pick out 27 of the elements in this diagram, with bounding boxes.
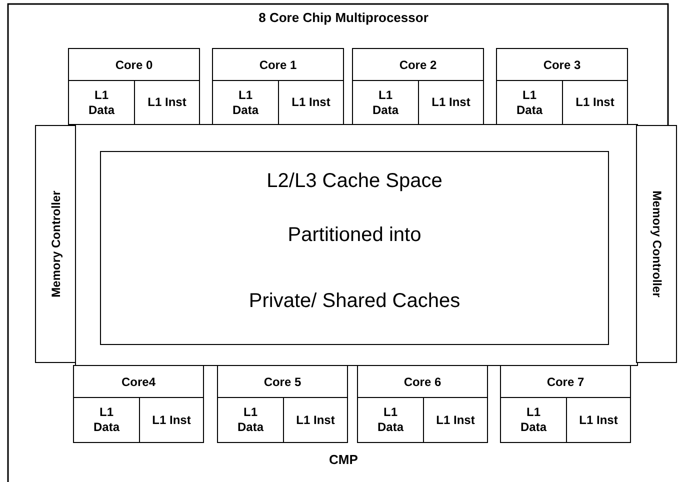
chip-label: CMP — [328, 452, 359, 467]
core-label: Core 7 — [546, 374, 584, 388]
core-block — [212, 48, 344, 125]
core-label: Core 0 — [115, 58, 153, 72]
core-block — [73, 365, 204, 443]
core-label: Core 6 — [404, 374, 442, 388]
core-block — [500, 365, 631, 443]
core-block — [357, 365, 488, 443]
cache-space-box — [100, 151, 609, 345]
chip-die-box — [75, 124, 638, 366]
core-block — [68, 48, 200, 125]
memory-controller-label: Memory Controller — [650, 190, 664, 298]
core-block — [217, 365, 348, 443]
diagram-title: 8 Core Chip Multiprocessor — [258, 10, 430, 25]
memory-controller-label: Memory Controller — [48, 190, 62, 298]
memory-controller-box — [35, 125, 76, 363]
cache-text: Partitioned into — [286, 224, 422, 247]
memory-controller-box — [636, 125, 677, 363]
core-label: Core 2 — [399, 58, 437, 72]
core-label: Core 5 — [264, 374, 302, 388]
cache-text: Private/ Shared Caches — [248, 290, 462, 313]
core-block — [352, 48, 484, 125]
core-label: Core 3 — [543, 58, 581, 72]
core-label: Core4 — [121, 374, 156, 388]
core-label: Core 1 — [259, 58, 297, 72]
cache-text: L2/L3 Cache Space — [266, 170, 444, 193]
core-block — [496, 48, 628, 125]
